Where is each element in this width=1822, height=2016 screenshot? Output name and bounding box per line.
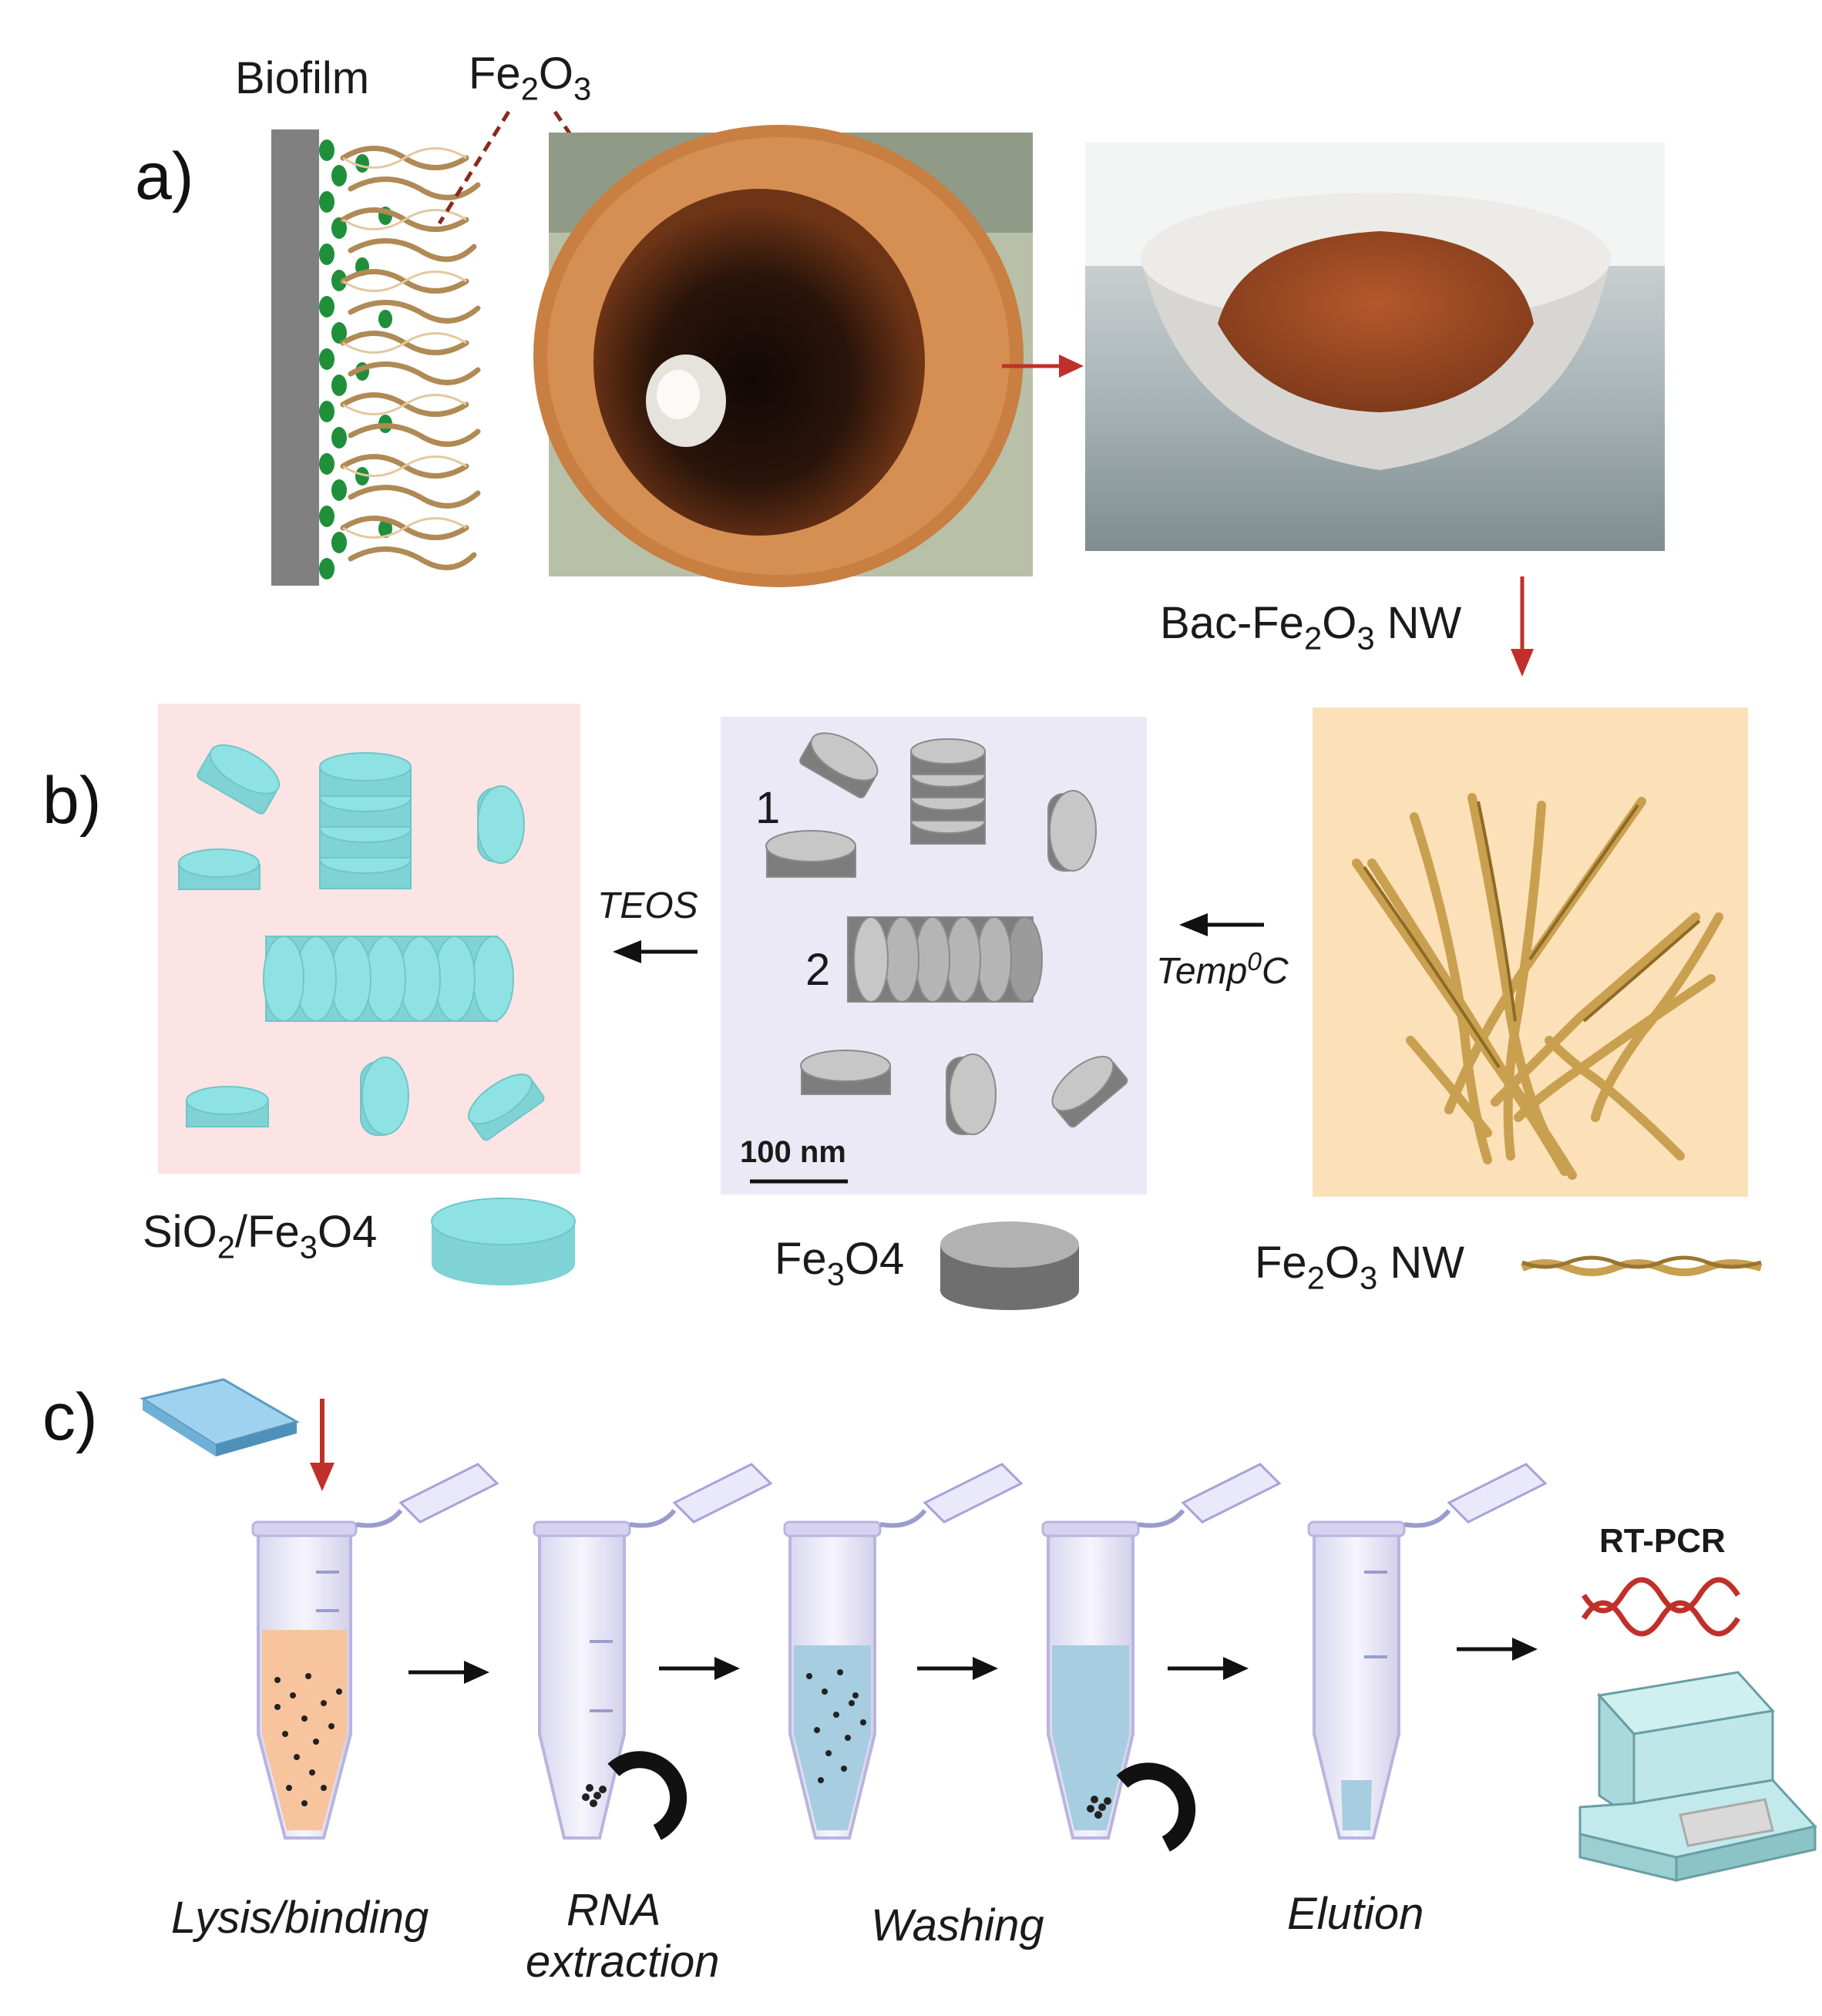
powder-bowl-photo [1085, 143, 1665, 551]
sio2-coated-discs [178, 744, 545, 1141]
stack-label-2: 2 [805, 945, 831, 995]
sio2-fe3o4-disc-legend [431, 1198, 576, 1285]
temp-label: Temp0C [1156, 948, 1289, 992]
panel-c-letter: c) [42, 1380, 98, 1454]
dna-helix-icon [1582, 1577, 1740, 1637]
scalebar-label: 100 nm [740, 1135, 846, 1169]
microplate-icon [140, 1378, 300, 1457]
fe3o4-disc-legend [940, 1221, 1079, 1310]
step-label-rna: RNA [566, 1885, 661, 1935]
tube-lysis-binding [251, 1463, 499, 1840]
tube-washing-magnet [1041, 1463, 1282, 1852]
arrow-teos [613, 940, 698, 963]
arrow-temp [1179, 913, 1264, 936]
arrow-bowl-to-nanowires [1511, 576, 1534, 677]
panel-a-letter: a) [135, 139, 194, 213]
fe2o3-nanowire-legend [1521, 1255, 1763, 1276]
fe3o4-discs [765, 732, 1128, 1135]
sample-arrow [310, 1399, 334, 1491]
fe3o4-label: Fe3O4 [775, 1234, 905, 1292]
rtpcr-label: RT-PCR [1599, 1522, 1726, 1560]
biofilm-label: Biofilm [235, 53, 370, 103]
stack-label-1: 1 [755, 783, 781, 833]
tube-elution [1307, 1463, 1548, 1840]
step-label-extraction: extraction [526, 1937, 720, 1987]
step-arrows [408, 1638, 1538, 1684]
biofilm-illustration [271, 129, 481, 586]
pcr-machine-icon [1578, 1671, 1817, 1882]
arrow-pipe-to-bowl [1002, 354, 1084, 378]
tube-rna-extraction [533, 1463, 773, 1840]
teos-label: TEOS [597, 885, 698, 926]
tube-washing [783, 1463, 1024, 1840]
corroded-pipe-photo [533, 125, 1033, 587]
fe2o3-label: Fe2O3 [469, 49, 592, 107]
step-label-lysis: Lysis/binding [171, 1893, 429, 1943]
sio2-fe3o4-label: SiO2/Fe3O4 [143, 1207, 378, 1265]
step-label-washing: Washing [871, 1900, 1044, 1950]
step-label-elution: Elution [1287, 1889, 1424, 1939]
bac-fe2o3-nw-label: Bac-Fe2O3 NW [1160, 598, 1462, 657]
panel-b-letter: b) [42, 764, 102, 838]
fe2o3-nw-label: Fe2O3 NW [1255, 1238, 1465, 1296]
